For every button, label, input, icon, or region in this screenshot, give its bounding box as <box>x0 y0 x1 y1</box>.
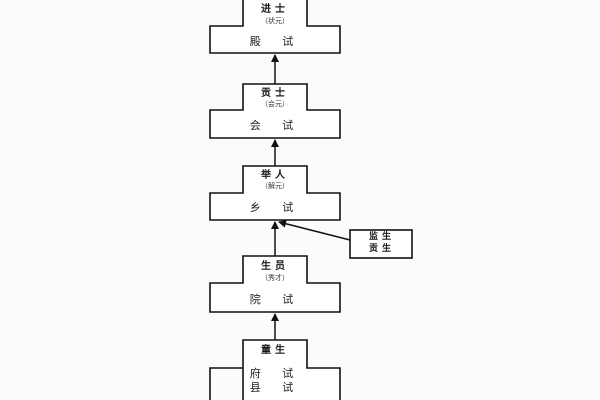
level-box-gongshi <box>209 83 341 139</box>
title-label-huiyuan: （会元） <box>261 100 289 108</box>
rank-label-tongsheng: 童生 <box>261 345 289 356</box>
rank-label-jinshi: 进士 <box>261 4 289 15</box>
title-label-jieyuan: （解元） <box>261 182 289 190</box>
arrow-side-to-juren <box>278 219 351 241</box>
level-box-jinshi <box>209 0 341 54</box>
rank-label-shengyuan: 生员 <box>261 261 289 272</box>
level-box-tongsheng-left <box>209 367 243 400</box>
level-box-shengyuan <box>209 255 341 313</box>
title-label-zhuangyuan: （状元） <box>261 17 289 25</box>
level-box-tongsheng <box>242 339 341 400</box>
title-label-xiucai: （秀才） <box>261 274 289 282</box>
exam-label-fushi: 府 试 <box>249 367 303 380</box>
side-label-gongsheng: 贡生 <box>368 244 395 254</box>
rank-label-gongshi: 贡士 <box>261 88 289 99</box>
exam-label-dianshi: 殿 试 <box>249 35 303 48</box>
side-label-jiansheng: 监生 <box>368 232 395 242</box>
exam-label-yuanshi: 院 试 <box>249 293 303 306</box>
side-box <box>349 229 413 259</box>
exam-label-xianshi: 县 试 <box>249 381 303 394</box>
exam-label-huishi: 会 试 <box>249 119 303 132</box>
level-box-juren <box>209 165 341 221</box>
exam-label-xiangshi: 乡 试 <box>249 201 303 214</box>
rank-label-juren: 举人 <box>261 170 289 181</box>
